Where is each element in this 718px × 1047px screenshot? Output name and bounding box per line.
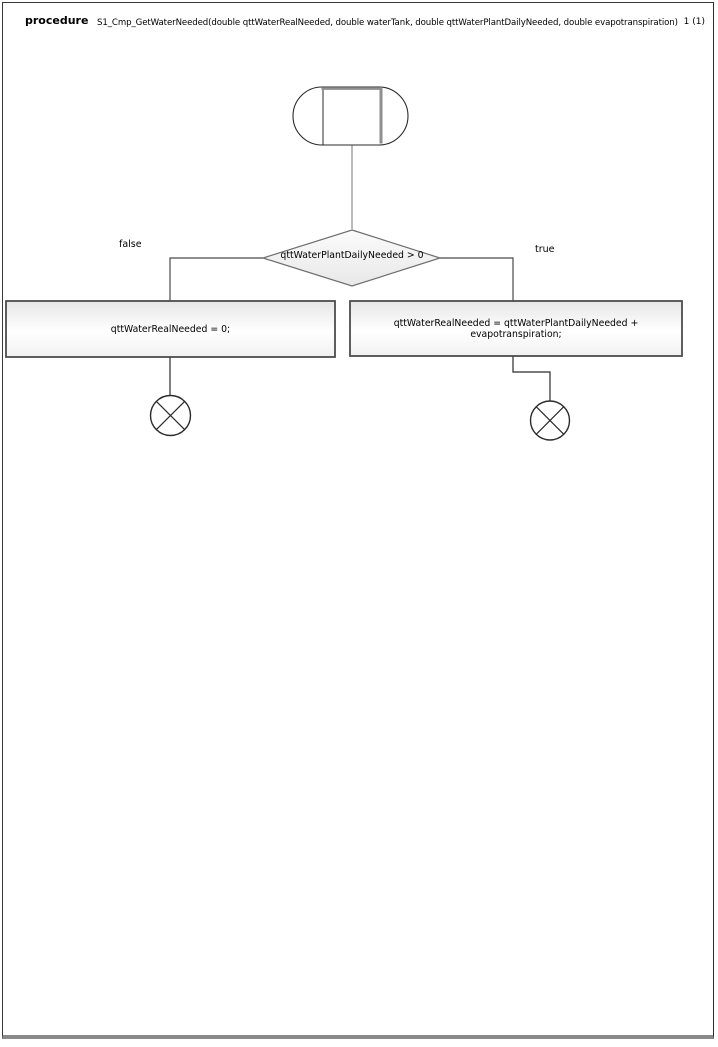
decision-diamond-shape bbox=[261, 229, 442, 287]
decision-condition-text: qttWaterPlantDailyNeeded > 0 bbox=[280, 250, 424, 261]
connector-false-branch bbox=[169, 257, 263, 301]
start-node-shape bbox=[292, 86, 409, 146]
false-branch-label: false bbox=[119, 239, 142, 250]
connector-true-to-end bbox=[512, 356, 551, 401]
procedure-signature-title: S1_Cmp_GetWaterNeeded(double qttWaterRea… bbox=[97, 18, 678, 28]
end-node-true-x-line2 bbox=[535, 406, 565, 435]
true-branch-label: true bbox=[535, 244, 555, 255]
connector-true-branch bbox=[440, 257, 514, 301]
page-number: 1 (1) bbox=[683, 17, 705, 27]
process-box-true-statement: qttWaterRealNeeded = qttWaterPlantDailyN… bbox=[393, 317, 639, 340]
process-box-false-shape bbox=[5, 300, 336, 358]
end-node-false-x-line2 bbox=[155, 400, 186, 431]
process-box-true-shape bbox=[349, 300, 683, 357]
process-box-false-statement: qttWaterRealNeeded = 0; bbox=[110, 323, 231, 335]
procedure-kind-label: procedure bbox=[25, 14, 89, 27]
